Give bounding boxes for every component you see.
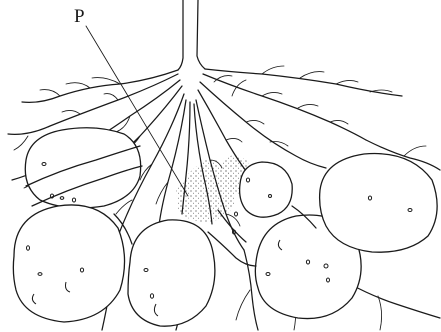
tuber-upper-left	[25, 128, 140, 208]
tubers	[13, 128, 437, 326]
tuber-lower-left	[13, 205, 124, 322]
tuber-small	[240, 162, 293, 217]
label-p: P	[74, 6, 85, 27]
tuber-far-right	[320, 154, 438, 253]
stem	[178, 0, 205, 70]
tuber-center	[128, 220, 215, 326]
